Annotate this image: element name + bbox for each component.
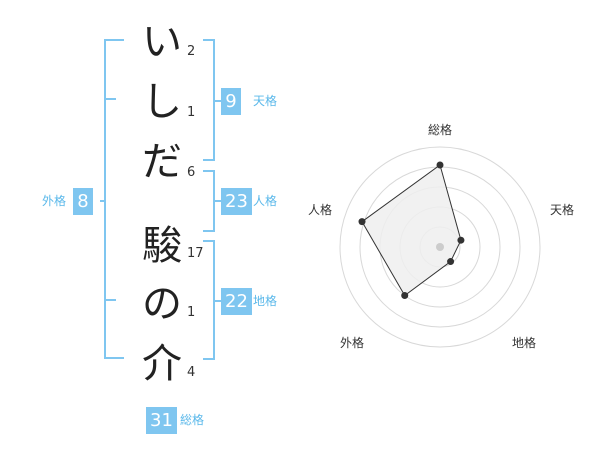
stroke-count-5: 1 bbox=[187, 305, 196, 320]
name-char-6: 介 bbox=[142, 341, 182, 387]
name-char-3: だ bbox=[142, 139, 182, 185]
radar-point-3 bbox=[401, 292, 409, 300]
jinkaku-label: 人格 bbox=[253, 194, 278, 208]
soukaku-value-badge: 31 bbox=[146, 407, 177, 434]
tenkaku-label: 天格 bbox=[253, 94, 278, 108]
gaikaku-bracket-bottom bbox=[104, 357, 124, 359]
chikaku-value-badge: 22 bbox=[221, 288, 252, 315]
stroke-count-4: 17 bbox=[187, 246, 204, 261]
radar-axis-label-tenkaku: 天格 bbox=[550, 202, 574, 217]
gaikaku-connector bbox=[100, 200, 106, 202]
jinkaku-bracket-top bbox=[203, 170, 215, 172]
radar-axis-label-soukaku: 総格 bbox=[428, 122, 452, 137]
radar-axis-label-chikaku: 地格 bbox=[512, 335, 536, 350]
gaikaku-bracket-mid bbox=[104, 98, 116, 100]
jinkaku-bracket-bottom bbox=[203, 230, 215, 232]
radar-center-dot bbox=[436, 243, 444, 251]
chikaku-connector bbox=[213, 300, 221, 302]
radar-points bbox=[358, 161, 465, 300]
chikaku-label: 地格 bbox=[253, 294, 278, 308]
radar-point-0 bbox=[436, 161, 444, 169]
tenkaku-connector bbox=[213, 100, 221, 102]
radar-value-polygon bbox=[361, 164, 462, 297]
name-char-2: し bbox=[142, 79, 182, 125]
gaikaku-bracket-top bbox=[104, 39, 124, 41]
tenkaku-value-badge: 9 bbox=[221, 88, 241, 115]
radar-point-2 bbox=[447, 258, 455, 266]
stroke-count-2: 1 bbox=[187, 105, 196, 120]
tenkaku-bracket-top bbox=[203, 39, 215, 41]
name-char-1: い bbox=[142, 19, 182, 65]
stroke-count-3: 6 bbox=[187, 165, 196, 180]
radar-point-1 bbox=[457, 236, 465, 244]
radar-axis-label-jinkaku: 人格 bbox=[308, 202, 332, 217]
stroke-count-6: 4 bbox=[187, 365, 196, 380]
gaikaku-bracket-vertical bbox=[104, 39, 106, 359]
radar-point-4 bbox=[358, 218, 366, 226]
jinkaku-value-badge: 23 bbox=[221, 188, 252, 215]
gaikaku-value-badge: 8 bbox=[73, 188, 93, 215]
gaikaku-label: 外格 bbox=[42, 194, 67, 208]
stroke-count-1: 2 bbox=[187, 44, 196, 59]
radar-axis-label-gaikaku: 外格 bbox=[340, 335, 364, 350]
tenkaku-bracket-bottom bbox=[203, 159, 215, 161]
soukaku-label: 総格 bbox=[180, 413, 205, 427]
chikaku-bracket-top bbox=[203, 240, 215, 242]
name-char-4: 駿 bbox=[142, 223, 182, 269]
fortune-radar-chart: 総格 天格 地格 外格 人格 bbox=[308, 122, 574, 350]
chikaku-bracket-bottom bbox=[203, 358, 215, 360]
name-char-5: の bbox=[142, 281, 182, 327]
gaikaku-bracket-mid2 bbox=[104, 299, 116, 301]
jinkaku-connector bbox=[213, 200, 221, 202]
